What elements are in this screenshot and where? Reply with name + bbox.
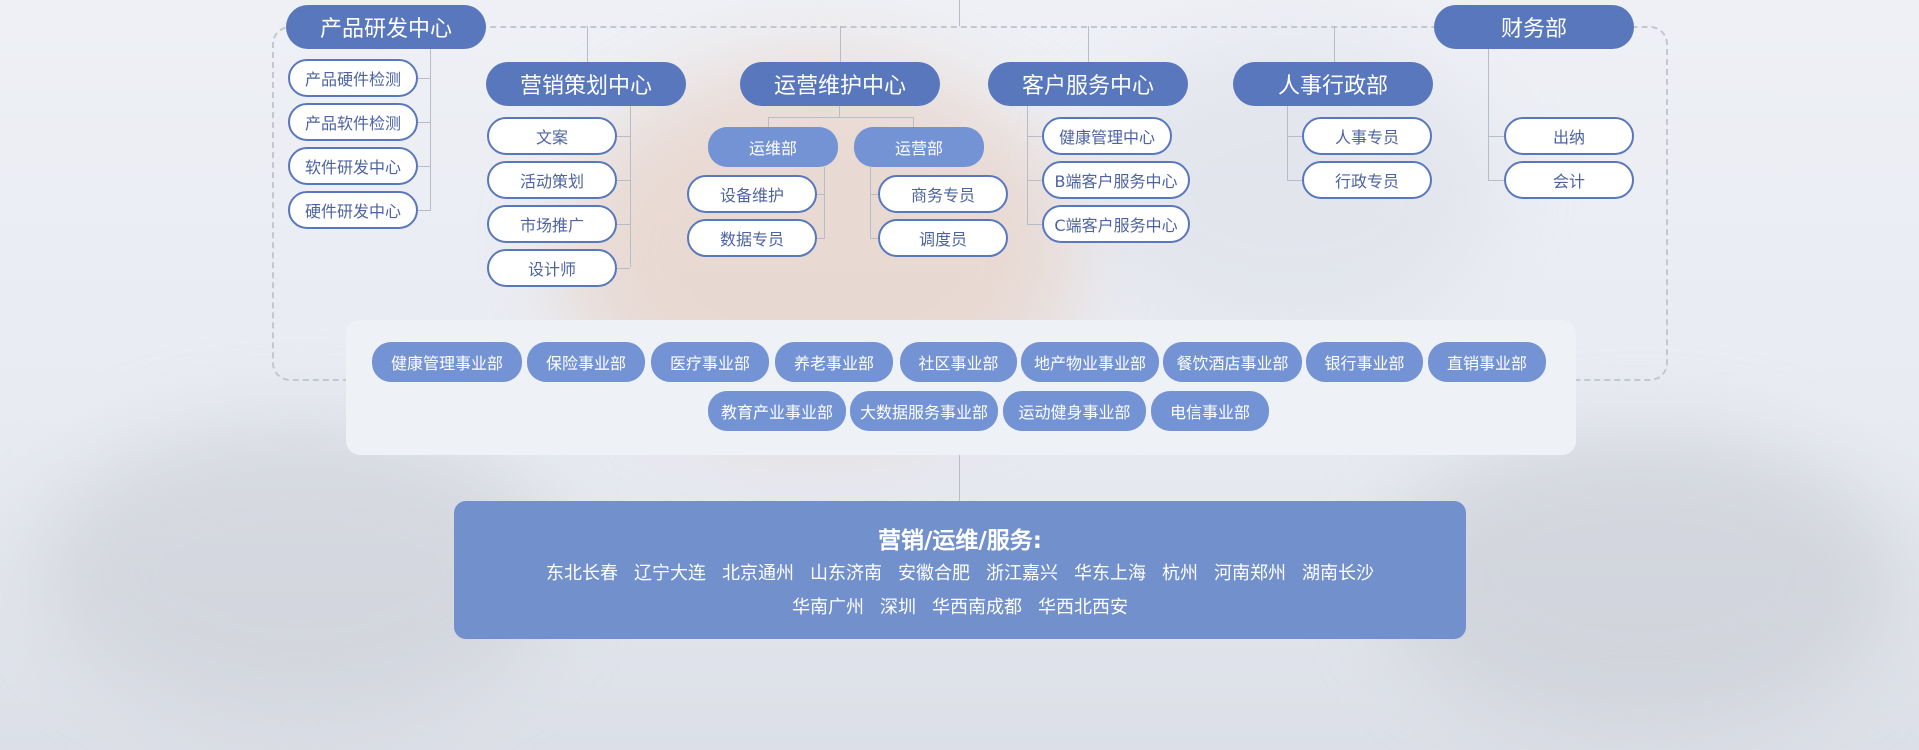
region-item: 华东上海	[1074, 563, 1146, 584]
child-node: 设备维护	[687, 175, 817, 213]
region-item: 安徽合肥	[898, 563, 970, 584]
region-list: 华南广州深圳华西南成都华西北西安	[454, 593, 1466, 619]
region-item: 华西南成都	[932, 597, 1022, 618]
region-item: 东北长春	[546, 563, 618, 584]
business-unit: 地产物业事业部	[1021, 342, 1159, 382]
child-node: 硬件研发中心	[288, 191, 418, 229]
connector-line	[430, 49, 431, 211]
connector-line	[768, 117, 913, 118]
connector-line	[1287, 136, 1302, 137]
dept-product-rd-head: 产品研发中心	[286, 5, 486, 49]
region-item: 山东济南	[810, 563, 882, 584]
region-item: 华西北西安	[1038, 597, 1128, 618]
connector-line	[959, 0, 960, 26]
subunit-node: 运营部	[854, 127, 984, 167]
connector-line	[1488, 49, 1489, 180]
business-unit: 健康管理事业部	[372, 342, 522, 382]
child-node: 产品软件检测	[288, 103, 418, 141]
connector-line	[617, 180, 630, 181]
connector-line	[630, 106, 631, 267]
subunit-node: 运维部	[708, 127, 838, 167]
region-title: 营销/运维/服务:	[878, 528, 1042, 554]
dept-hr-admin-head: 人事行政部	[1233, 62, 1433, 106]
business-unit: 保险事业部	[527, 342, 645, 382]
connector-line	[1287, 180, 1302, 181]
dept-finance-head: 财务部	[1434, 5, 1634, 49]
connector-line	[1027, 136, 1042, 137]
child-node: C端客户服务中心	[1042, 205, 1190, 243]
connector-line	[1027, 180, 1042, 181]
business-unit: 社区事业部	[900, 342, 1017, 382]
region-item: 河南郑州	[1214, 563, 1286, 584]
child-node: 调度员	[878, 219, 1008, 257]
connector-line	[768, 117, 769, 127]
region-list: 东北长春辽宁大连北京通州山东济南安徽合肥浙江嘉兴华东上海杭州河南郑州湖南长沙	[454, 559, 1466, 585]
child-node: 行政专员	[1302, 161, 1432, 199]
connector-line	[870, 194, 878, 195]
connector-line	[824, 167, 825, 239]
connector-line	[418, 210, 430, 211]
connector-line	[839, 106, 840, 118]
business-unit: 餐饮酒店事业部	[1163, 342, 1302, 382]
dept-customer-service-head: 客户服务中心	[988, 62, 1188, 106]
business-units-panel	[346, 320, 1576, 455]
child-node: 软件研发中心	[288, 147, 418, 185]
business-unit: 养老事业部	[775, 342, 893, 382]
business-unit: 银行事业部	[1306, 342, 1423, 382]
connector-line	[1287, 106, 1288, 180]
connector-line	[418, 166, 430, 167]
business-unit: 电信事业部	[1151, 391, 1269, 431]
child-node: 会计	[1504, 161, 1634, 199]
connector-line	[817, 194, 825, 195]
connector-line	[418, 122, 430, 123]
child-node: 商务专员	[878, 175, 1008, 213]
region-item: 杭州	[1162, 563, 1198, 584]
region-item: 浙江嘉兴	[986, 563, 1058, 584]
connector-line	[840, 26, 841, 62]
connector-line	[817, 238, 825, 239]
child-node: 文案	[487, 117, 617, 155]
connector-line	[913, 117, 914, 127]
connector-line	[617, 136, 630, 137]
connector-line	[1488, 136, 1504, 137]
region-item: 辽宁大连	[634, 563, 706, 584]
child-node: B端客户服务中心	[1042, 161, 1190, 199]
child-node: 产品硬件检测	[288, 59, 418, 97]
connector-line	[1027, 224, 1042, 225]
child-node: 活动策划	[487, 161, 617, 199]
connector-line	[587, 26, 588, 62]
background-dark-blur-right	[1380, 430, 1900, 730]
connector-line	[1027, 106, 1028, 224]
business-unit: 大数据服务事业部	[850, 391, 998, 431]
region-item: 深圳	[880, 597, 916, 618]
connector-line	[870, 167, 871, 239]
connector-line	[418, 78, 430, 79]
region-box: 营销/运维/服务: 东北长春辽宁大连北京通州山东济南安徽合肥浙江嘉兴华东上海杭州河…	[454, 501, 1466, 639]
dept-marketing-head: 营销策划中心	[486, 62, 686, 106]
connector-line	[1488, 180, 1504, 181]
region-item: 湖南长沙	[1302, 563, 1374, 584]
dept-operations-head: 运营维护中心	[740, 62, 940, 106]
child-node: 数据专员	[687, 219, 817, 257]
business-unit: 直销事业部	[1428, 342, 1546, 382]
business-unit: 医疗事业部	[651, 342, 769, 382]
connector-line	[959, 455, 960, 501]
connector-line	[1334, 26, 1335, 62]
child-node: 人事专员	[1302, 117, 1432, 155]
connector-line	[617, 268, 630, 269]
business-unit: 运动健身事业部	[1003, 391, 1146, 431]
child-node: 出纳	[1504, 117, 1634, 155]
connector-line	[870, 238, 878, 239]
child-node: 市场推广	[487, 205, 617, 243]
child-node: 健康管理中心	[1042, 117, 1172, 155]
region-item: 华南广州	[792, 597, 864, 618]
connector-line	[1088, 26, 1089, 62]
connector-line	[617, 224, 630, 225]
business-unit: 教育产业事业部	[708, 391, 846, 431]
child-node: 设计师	[487, 249, 617, 287]
region-item: 北京通州	[722, 563, 794, 584]
